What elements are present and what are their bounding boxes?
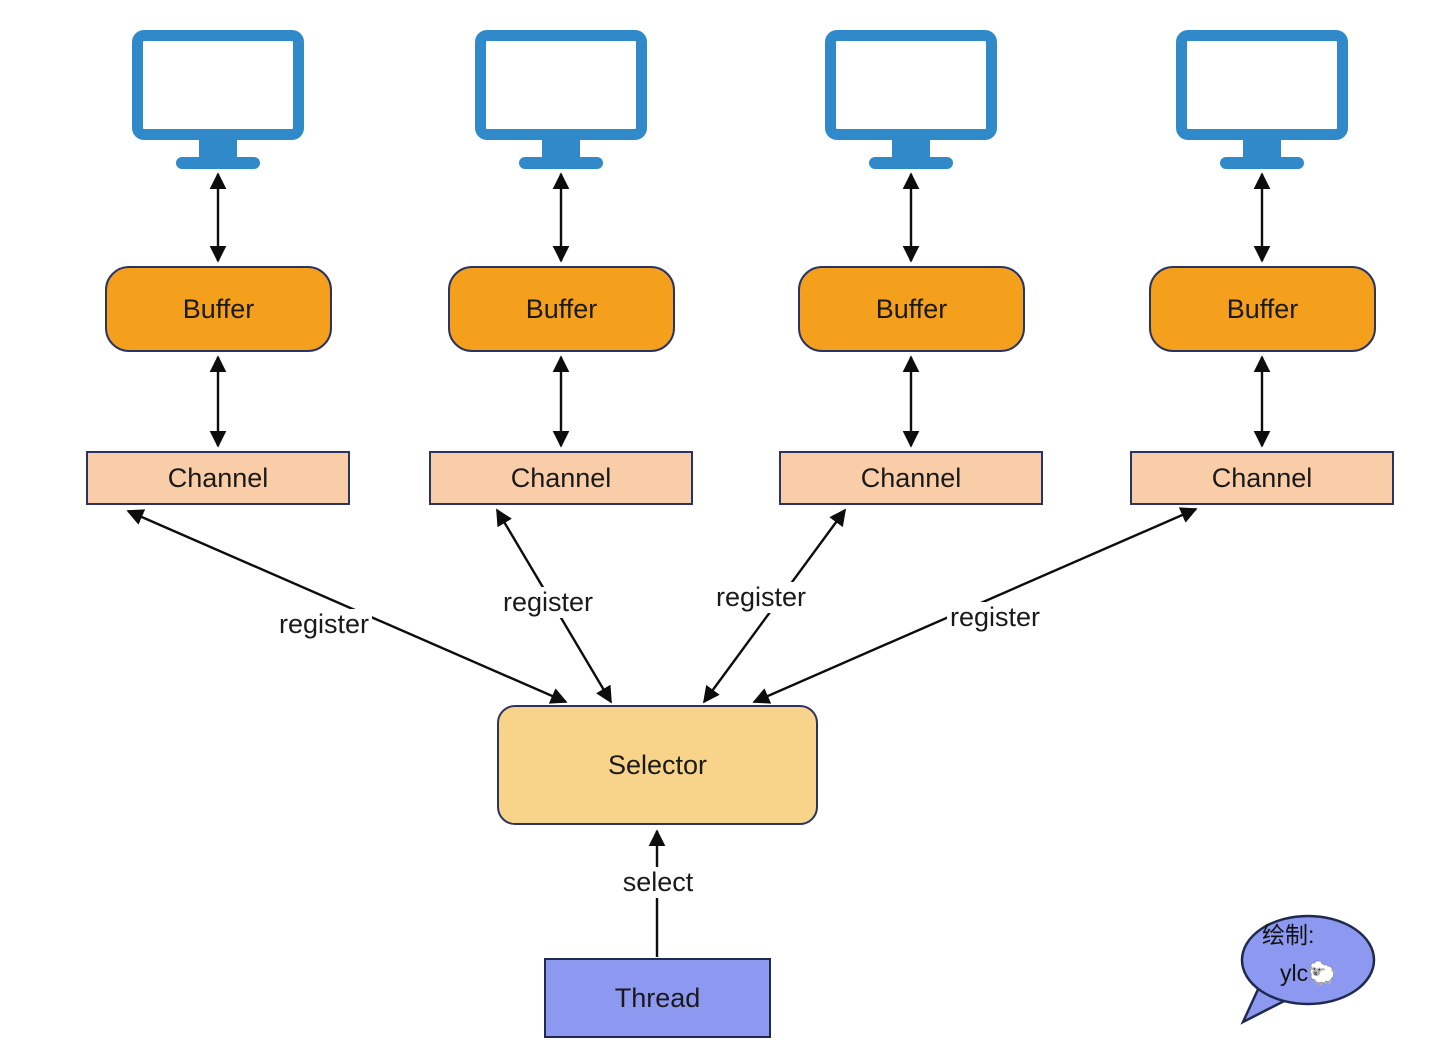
bubble-body	[1240, 914, 1376, 1006]
monitor-stand-neck	[199, 140, 237, 157]
buffer-label: Buffer	[875, 293, 948, 324]
monitor-stand-base	[176, 157, 260, 169]
register-label-3: register	[712, 582, 810, 613]
thread-label: Thread	[614, 982, 701, 1013]
buffer-box: Buffer	[448, 266, 675, 352]
channel-box: Channel	[429, 451, 693, 505]
edge-register-1	[126, 509, 568, 704]
client-monitor-icon	[825, 30, 997, 170]
selector-label: Selector	[607, 749, 708, 780]
buffer-label: Buffer	[182, 293, 255, 324]
channel-label: Channel	[167, 462, 269, 493]
buffer-box: Buffer	[105, 266, 332, 352]
selector-box: Selector	[497, 705, 818, 825]
register-label-2: register	[499, 587, 597, 618]
monitor-stand-base	[869, 157, 953, 169]
thread-box: Thread	[544, 958, 771, 1038]
channel-box: Channel	[779, 451, 1043, 505]
client-monitor-icon	[475, 30, 647, 170]
bubble-text-line2: ylc🐑	[1280, 960, 1337, 986]
monitor-stand-base	[1220, 157, 1304, 169]
channel-box: Channel	[86, 451, 350, 505]
client-monitor-icon	[1176, 30, 1348, 170]
register-label-4: register	[946, 602, 1044, 633]
monitor-stand-base	[519, 157, 603, 169]
monitor-screen	[1176, 30, 1348, 140]
buffer-box: Buffer	[1149, 266, 1376, 352]
monitor-stand-neck	[892, 140, 930, 157]
bubble-text-line1: 绘制:	[1262, 922, 1315, 948]
buffer-label: Buffer	[1226, 293, 1299, 324]
buffer-label: Buffer	[525, 293, 598, 324]
monitor-stand-neck	[542, 140, 580, 157]
register-label-1: register	[275, 609, 373, 640]
select-label: select	[619, 867, 697, 898]
monitor-screen	[825, 30, 997, 140]
channel-box: Channel	[1130, 451, 1394, 505]
channel-label: Channel	[510, 462, 612, 493]
monitor-screen	[475, 30, 647, 140]
client-monitor-icon	[132, 30, 304, 170]
monitor-stand-neck	[1243, 140, 1281, 157]
buffer-box: Buffer	[798, 266, 1025, 352]
channel-label: Channel	[1211, 462, 1313, 493]
monitor-screen	[132, 30, 304, 140]
channel-label: Channel	[860, 462, 962, 493]
credit-bubble	[1240, 914, 1376, 1025]
